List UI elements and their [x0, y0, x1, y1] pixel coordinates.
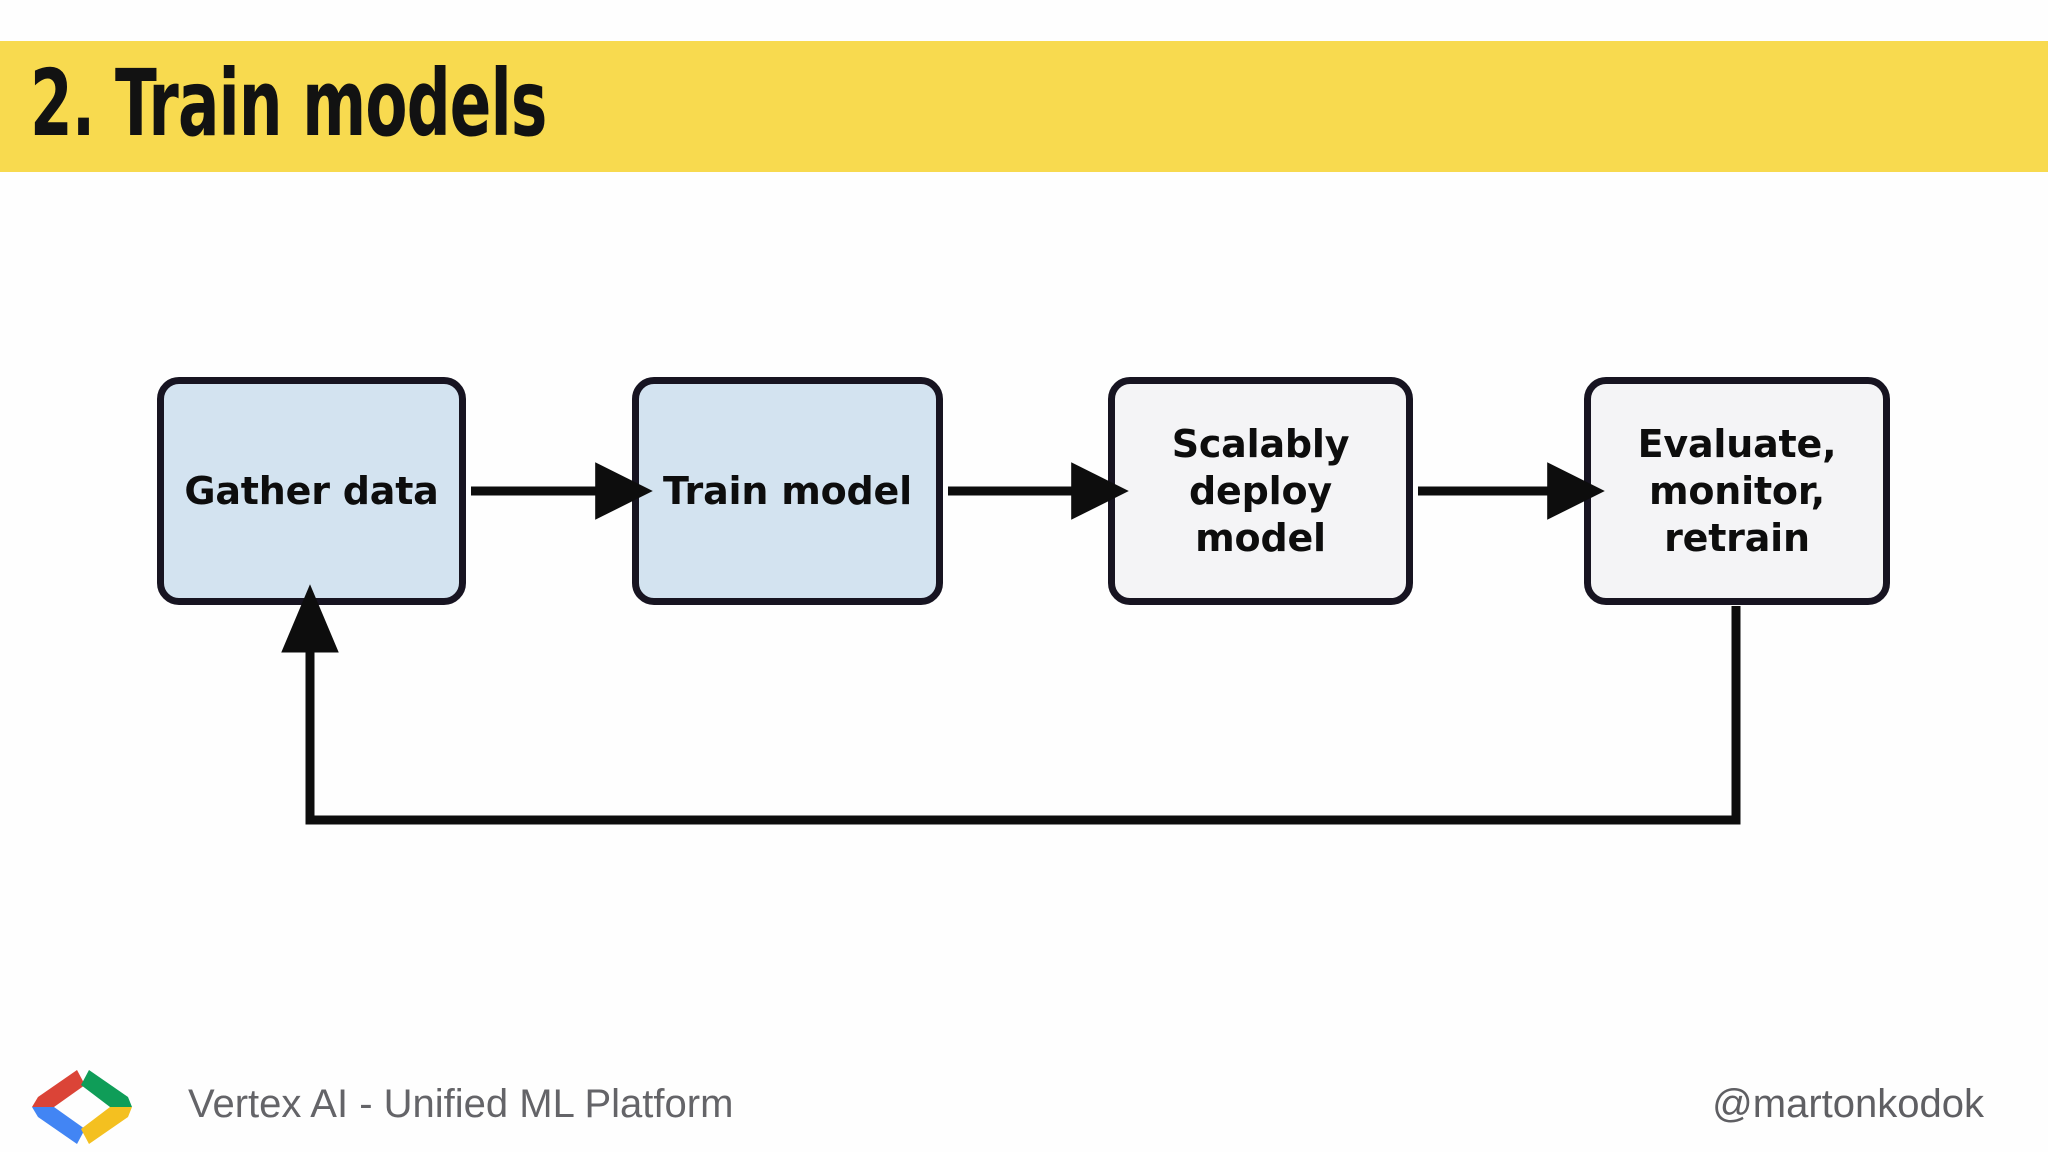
flow-box-label: Train model: [663, 468, 912, 513]
footer-subtitle: Vertex AI - Unified ML Platform: [188, 1082, 734, 1126]
flow-box-gather-data[interactable]: Gather data: [157, 377, 466, 605]
flow-box-label: Scalably deploy model: [1171, 421, 1350, 560]
logo-blue-shape: [32, 1107, 85, 1144]
page-title: 2. Train models: [30, 50, 547, 157]
flow-box-label: Evaluate, monitor, retrain: [1637, 421, 1837, 560]
title-banner: [0, 41, 2048, 172]
flow-box-train-model[interactable]: Train model: [632, 377, 943, 605]
google-developers-logo: [32, 1070, 132, 1144]
flow-box-label: Gather data: [184, 468, 439, 513]
flow-box-deploy-model[interactable]: Scalably deploy model: [1108, 377, 1413, 605]
logo-red-shape: [32, 1070, 85, 1107]
footer-handle: @martonkodok: [1712, 1082, 1984, 1126]
logo-yellow-shape: [81, 1107, 132, 1144]
flow-box-evaluate-retrain[interactable]: Evaluate, monitor, retrain: [1584, 377, 1890, 605]
logo-green-shape: [81, 1070, 132, 1107]
connector-feedback-loop: [281, 584, 1741, 825]
footer: Vertex AI - Unified ML Platform @martonk…: [0, 1060, 2048, 1152]
